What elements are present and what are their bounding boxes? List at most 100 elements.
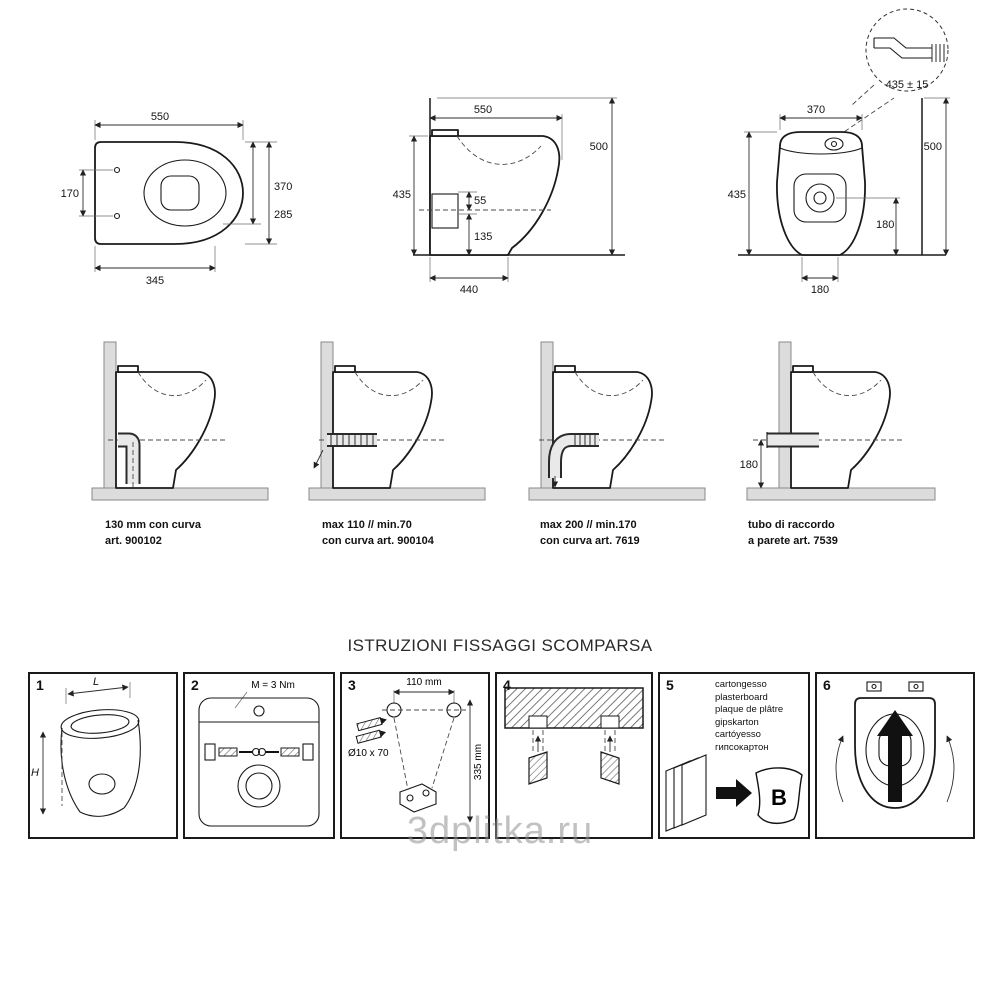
toilet-top-outline [94,141,244,245]
wall [778,341,792,489]
bracket-left [528,735,548,785]
caption-line: con curva art. 7619 [540,534,640,547]
panel-6: 6 [815,672,975,839]
toilet-side-outline [419,129,561,256]
floor [746,487,936,501]
panel-stack [665,754,707,832]
dim-side-drain-a: 55 [474,195,486,207]
panel2-illustration: M = 3 Nm [198,680,320,827]
dim-side-total-height: 500 [590,141,608,153]
option4-caption: tubo di raccordo a parete art. 7539 [748,518,838,550]
caption-line: max 200 // min.170 [540,519,637,531]
dim-top-width: 550 [151,111,169,123]
toilet-perspective [60,709,141,817]
wall-pipe [766,432,819,448]
dimension-lines [744,97,950,282]
board-sheet [755,767,803,825]
option1-drawing [91,341,269,501]
width-label: 110 mm [406,677,441,688]
dim-L-label: L [93,676,99,688]
panel-4: 4 [495,672,653,839]
floor [528,487,706,501]
dim-side-base: 440 [460,284,478,296]
floor [91,487,269,501]
bracket-icon [399,783,437,813]
wall [320,341,334,489]
material-item: plaque de plâtre [715,704,784,716]
dim-top-depth: 370 [274,181,292,193]
bracket-slot [528,715,548,729]
panel-1: 1 L H [28,672,178,839]
option3-caption: max 200 // min.170 con curva art. 7619 [540,518,640,550]
dimension-lines [79,120,277,272]
toilet-side-outline [753,365,903,489]
dim-side-height: 435 [393,189,411,201]
toilet-front-outline [776,131,866,256]
dim-top-holes: 170 [61,188,79,200]
hinge-tabs [866,681,924,692]
dim-side-width: 550 [474,104,492,116]
panel-number: 3 [348,677,356,693]
dim-pipe-height: 180 [740,459,758,471]
height-label: 335 mm [473,744,484,780]
panel-number: 5 [666,677,674,693]
instruction-panels: 1 L H 2 [28,672,975,839]
floor [308,487,486,501]
push-arrow-icon [877,710,913,802]
caption-line: max 110 // min.70 [322,519,412,531]
dim-top-inner-depth: 285 [274,209,292,221]
panel-3: 3 110 mm Ø10 x 70 335 mm [340,672,490,839]
bracket-right [600,735,620,785]
material-item: cartongesso [715,679,767,690]
caption-line: 130 mm con curva [105,519,201,531]
dim-front-width: 370 [807,104,825,116]
option2-caption: max 110 // min.70 con curva art. 900104 [322,518,434,550]
adjust-arrow [313,449,324,469]
dim-top-base: 345 [146,275,164,287]
side-view-drawing: 550 500 435 55 135 440 [393,97,625,296]
dim-H-label: H [31,767,39,779]
panel-number: 4 [503,677,511,693]
toilet-side-outline [539,365,665,489]
panel4-illustration [504,687,644,785]
panel6-illustration [835,681,955,809]
caption-line: con curva art. 900104 [322,534,434,547]
panel-5: 5 cartongesso plasterboard plaque de plâ… [658,672,810,839]
dowel-icons [355,717,387,744]
material-item: cartóyesso [715,729,761,741]
option3-drawing [528,341,706,501]
pipe-detail-icon [873,37,945,62]
corrugated-hose [313,433,377,469]
rotate-arrow-left [835,735,844,803]
front-view-drawing: 370 500 435 180 180 [728,97,950,296]
material-item: гипсокартон [715,741,769,753]
detail-leader-line [837,97,895,137]
board-letter: B [771,785,787,810]
top-view-drawing: 550 370 285 170 345 [61,111,293,287]
option1-caption: 130 mm con curva art. 900102 [105,518,201,550]
caption-line: tubo di raccordo [748,519,835,531]
dim-front-total-height: 500 [924,141,942,153]
panel3-illustration: 110 mm Ø10 x 70 335 mm [348,677,484,823]
rotate-arrow-right [946,735,955,803]
panel-2: 2 M = 3 Nm [183,672,335,839]
wall [103,341,117,489]
elbow-pipe [118,432,141,488]
option2-drawing [308,341,486,501]
material-item: plasterboard [715,691,768,703]
materials-list: cartongesso plasterboard plaque de plâtr… [715,679,805,754]
section-title: ISTRUZIONI FISSAGGI SCOMPARSA [347,636,653,655]
panel-number: 1 [36,677,44,693]
detail-bubble: 435 ± 15 [851,8,949,106]
anchor-screw-left [218,747,261,757]
detail-circle [865,8,949,92]
dim-front-height: 435 [728,189,746,201]
dim-front-drain-height: 180 [876,219,894,231]
option4-drawing: 180 [740,341,936,501]
dim-front-base: 180 [811,284,829,296]
dim-side-drain-b: 135 [474,231,492,243]
dimension-lines [409,97,616,282]
plasterboard-illustration: B [665,754,803,832]
torque-label: M = 3 Nm [251,680,295,691]
